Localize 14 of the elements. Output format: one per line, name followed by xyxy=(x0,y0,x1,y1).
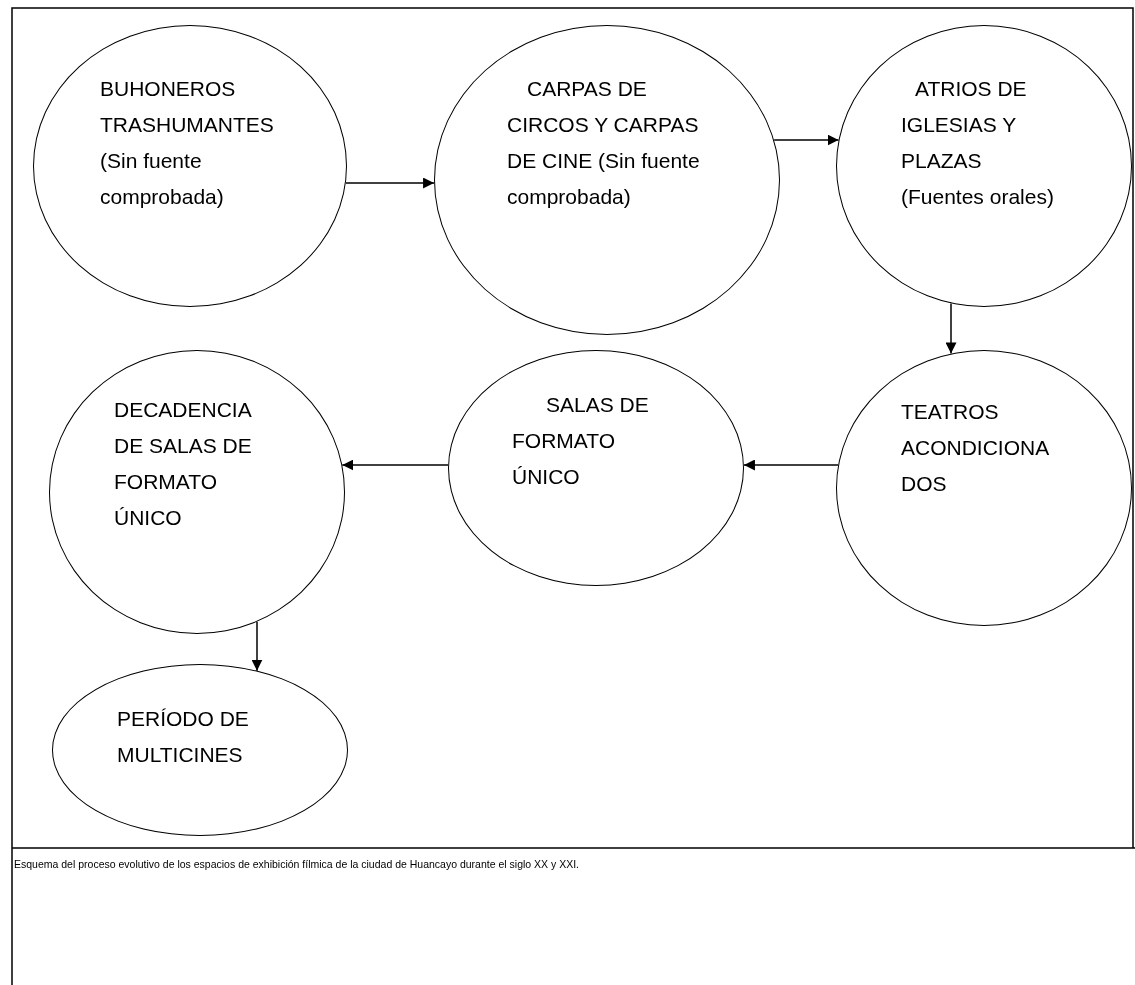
arrow xyxy=(345,177,435,189)
arrow xyxy=(341,459,449,471)
arrow xyxy=(251,621,263,672)
arrow xyxy=(773,134,840,146)
node-label: ATRIOS DE IGLESIAS Y PLAZAS (Fuentes orales) xyxy=(901,76,1055,210)
node-label: CARPAS DE CIRCOS Y CARPAS DE CINE (Sin fuente comprobada) xyxy=(507,76,701,210)
node-label: BUHONEROS TRASHUMANTES (Sin fuente comprobada) xyxy=(100,76,275,210)
node-label: TEATROS ACONDICIONADOS xyxy=(901,399,1051,497)
caption: Esquema del proceso evolutivo de los espacios de exhibición fílmica de la ciudad de Huancayo durante el siglo XX y XXI. xyxy=(14,858,579,870)
node-label: DECADENCIA DE SALAS DE FORMATO ÚNICO xyxy=(114,397,253,531)
arrow xyxy=(945,302,957,355)
node-label: SALAS DE FORMATO ÚNICO xyxy=(512,392,650,490)
arrow xyxy=(743,459,839,471)
node-label: PERÍODO DE MULTICINES xyxy=(117,706,250,768)
